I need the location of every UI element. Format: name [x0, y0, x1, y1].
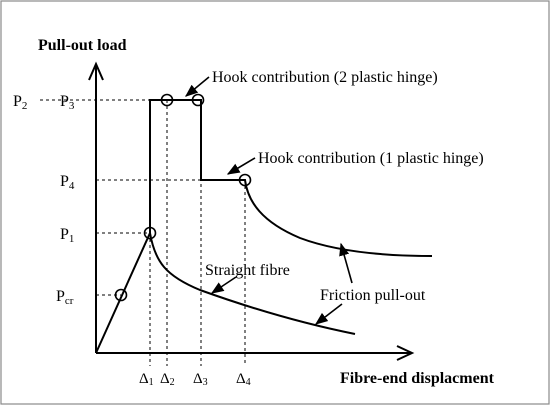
- tick-p2: P2: [13, 93, 27, 112]
- tick-p4: P4: [60, 173, 75, 192]
- hook1-label: Hook contribution (1 plastic hinge): [258, 150, 484, 167]
- hook1-leader: [226, 157, 256, 175]
- hook2-leader: [185, 76, 210, 97]
- x-axis-arrowhead: [396, 345, 415, 361]
- straight-fibre-curve: [149, 232, 356, 335]
- straight-label: Straight fibre: [205, 262, 290, 279]
- tick-p3: P3: [60, 93, 75, 112]
- hooked-fibre-curve: [95, 99, 433, 354]
- marker-p4: [238, 173, 252, 187]
- tick-pcr: Pcr: [56, 288, 74, 307]
- hook2-label: Hook contribution (2 plastic hinge): [212, 69, 438, 86]
- tick-d1: Δ1: [139, 371, 154, 388]
- tick-d3: Δ3: [193, 371, 208, 388]
- marker-p1: [143, 226, 157, 240]
- y-axis-title: Pull-out load: [38, 37, 127, 54]
- tick-d2: Δ2: [160, 371, 175, 388]
- straight-leader: [210, 276, 237, 294]
- marker-p3-start: [160, 93, 174, 107]
- friction-label: Friction pull-out: [320, 287, 426, 304]
- friction-leader-1: [339, 242, 353, 284]
- friction-leader-2: [314, 303, 343, 325]
- tick-d4: Δ4: [236, 371, 251, 388]
- x-axis-title: Fibre-end displacment: [340, 370, 495, 387]
- y-axis-arrowhead: [88, 61, 104, 81]
- tick-p1: P1: [60, 226, 74, 245]
- marker-pcr: [114, 288, 128, 302]
